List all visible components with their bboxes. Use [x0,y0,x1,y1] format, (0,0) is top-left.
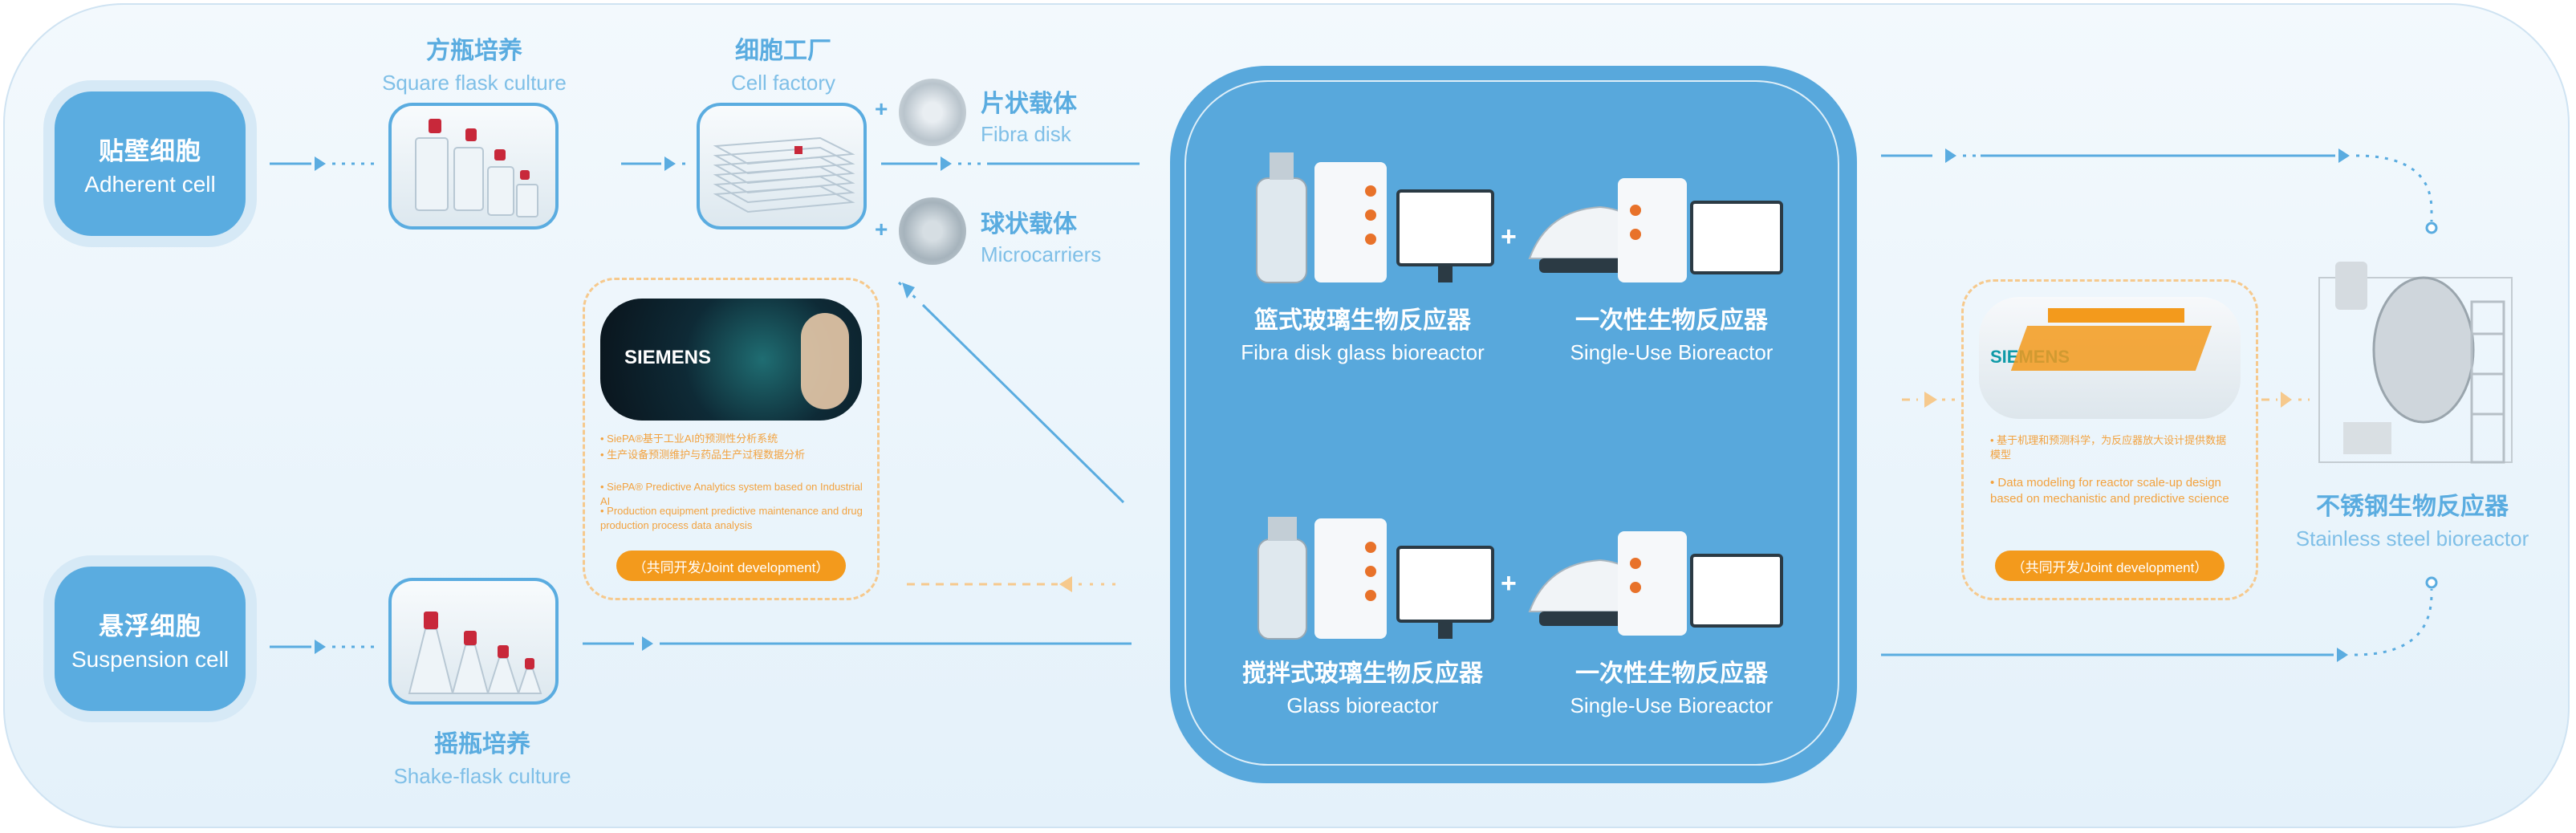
scaleup-bullet-2: • Data modeling for reactor scale-up des… [1990,476,2229,506]
siepa-bullet-1: • SiePA®基于工业AI的预测性分析系统 [600,433,778,445]
orange-arrow-head [2281,392,2292,408]
siepa-visual: SIEMENS [600,299,862,421]
arrow-head [315,156,326,171]
stainless-reactor-label: 不锈钢生物反应器 Stainless steel bioreactor [2276,486,2549,551]
arrow-head [2337,648,2348,662]
plus-fibra: + [875,96,888,121]
siepa-card [583,278,880,600]
microcarriers-en: Microcarriers [981,242,1102,266]
connector-dots [2354,589,2433,656]
arrow-head [941,156,952,171]
fibra-disk-zh: 片状载体 [981,91,1077,117]
cell-factory-label: 细胞工厂 Cell factory [679,30,888,95]
microcarriers-zh: 球状载体 [981,211,1077,238]
arrow-head [315,640,326,654]
platform-graphic [2010,326,2212,371]
arrow-head [902,282,915,299]
arrow-head [1945,148,1956,163]
cell-factory-zh: 细胞工厂 [735,38,831,64]
single-use-top-en: Single-Use Bioreactor [1570,340,1774,364]
fibra-glass-reactor-zh: 篮式玻璃生物反应器 [1254,307,1471,334]
single-use-bottom-label: 一次性生物反应器 Single-Use Bioreactor [1547,653,1796,718]
siepa-bullet-2: • 生产设备预测维护与药品生产过程数据分析 [600,449,806,461]
cell-factory-en: Cell factory [730,71,836,95]
scaleup-bullet-1: • 基于机理和预测科学，为反应器放大设计提供数据模型 [1990,434,2227,461]
stainless-reactor-image [2318,262,2513,464]
orange-arrow-head [1059,576,1072,592]
square-flask-image [388,103,559,230]
connector-dots [2355,154,2433,221]
fibra-glass-reactor-en: Fibra disk glass bioreactor [1241,340,1485,364]
arrow-head [642,636,653,651]
platform-tab [2048,308,2184,323]
shake-flask-label: 摇瓶培养 Shake-flask culture [366,724,599,789]
scaleup-visual: SIEMENS [1979,297,2241,419]
scaleup-card [1961,279,2258,600]
flasks-illustration [415,119,538,217]
square-flask-zh: 方瓶培养 [426,38,522,64]
adherent-cell-zh: 贴壁细胞 [99,136,201,165]
orange-arrow-head [1924,392,1937,408]
stainless-reactor-zh: 不锈钢生物反应器 [2316,494,2509,520]
siepa-bullet-3: • SiePA® Predictive Analytics system bas… [600,481,863,507]
microcarriers-image [899,197,966,265]
single-use-reactor-bottom-image [1528,531,1783,636]
adherent-cell-box: 贴壁细胞 Adherent cell [55,91,246,236]
cell-factory-illustration [713,136,855,213]
fibra-glass-reactor-image [1256,152,1494,283]
connector-diagonal [921,303,1125,504]
arrow-head [664,156,676,171]
square-flask-en: Square flask culture [382,71,567,95]
fibra-disk-en: Fibra disk [981,122,1071,146]
glass-reactor-label: 搅拌式玻璃生物反应器 Glass bioreactor [1218,653,1507,718]
siemens-logo: SIEMENS [624,347,712,368]
bioreactor-panel: + 篮式玻璃生物反应器 Fibra disk glass bioreactor … [1170,66,1857,783]
shake-flasks-illustration [408,612,542,694]
fibra-disk-label: 片状载体 Fibra disk [981,83,1077,147]
arrow-head [2338,148,2350,163]
square-flask-label: 方瓶培养 Square flask culture [366,30,583,95]
cell-factory-image [697,103,867,230]
stainless-reactor-en: Stainless steel bioreactor [2295,526,2529,551]
single-use-reactor-top-image [1528,178,1783,282]
connector-end [2425,221,2438,234]
hand-image [801,313,849,409]
plus-bottom: + [1501,568,1517,599]
fibra-disk-image [899,79,966,146]
glass-reactor-zh: 搅拌式玻璃生物反应器 [1242,660,1483,687]
scaleup-joint-development-button[interactable]: （共同开发/Joint development） [1995,551,2225,581]
bioreactor-panel-border [1184,80,1839,766]
glass-reactor-image [1258,517,1494,640]
suspension-cell-en: Suspension cell [71,646,230,672]
single-use-top-label: 一次性生物反应器 Single-Use Bioreactor [1547,300,1796,365]
single-use-bottom-zh: 一次性生物反应器 [1575,660,1768,687]
single-use-bottom-en: Single-Use Bioreactor [1570,693,1774,717]
suspension-cell-box: 悬浮细胞 Suspension cell [55,567,246,711]
shake-flask-en: Shake-flask culture [393,764,571,788]
adherent-cell-en: Adherent cell [84,171,216,197]
siepa-bullet-4: • Production equipment predictive mainte… [600,505,863,531]
single-use-top-zh: 一次性生物反应器 [1575,307,1768,334]
siepa-joint-development-button[interactable]: （共同开发/Joint development） [616,551,846,581]
connector-end [2425,576,2438,589]
plus-microcarriers: + [875,217,888,242]
microcarriers-label: 球状载体 Microcarriers [981,204,1101,267]
plus-top: + [1501,221,1517,252]
glass-reactor-en: Glass bioreactor [1286,693,1439,717]
suspension-cell-zh: 悬浮细胞 [99,612,201,640]
shake-flask-zh: 摇瓶培养 [434,731,530,758]
shake-flask-image [388,578,559,705]
fibra-glass-reactor-label: 篮式玻璃生物反应器 Fibra disk glass bioreactor [1218,300,1507,365]
